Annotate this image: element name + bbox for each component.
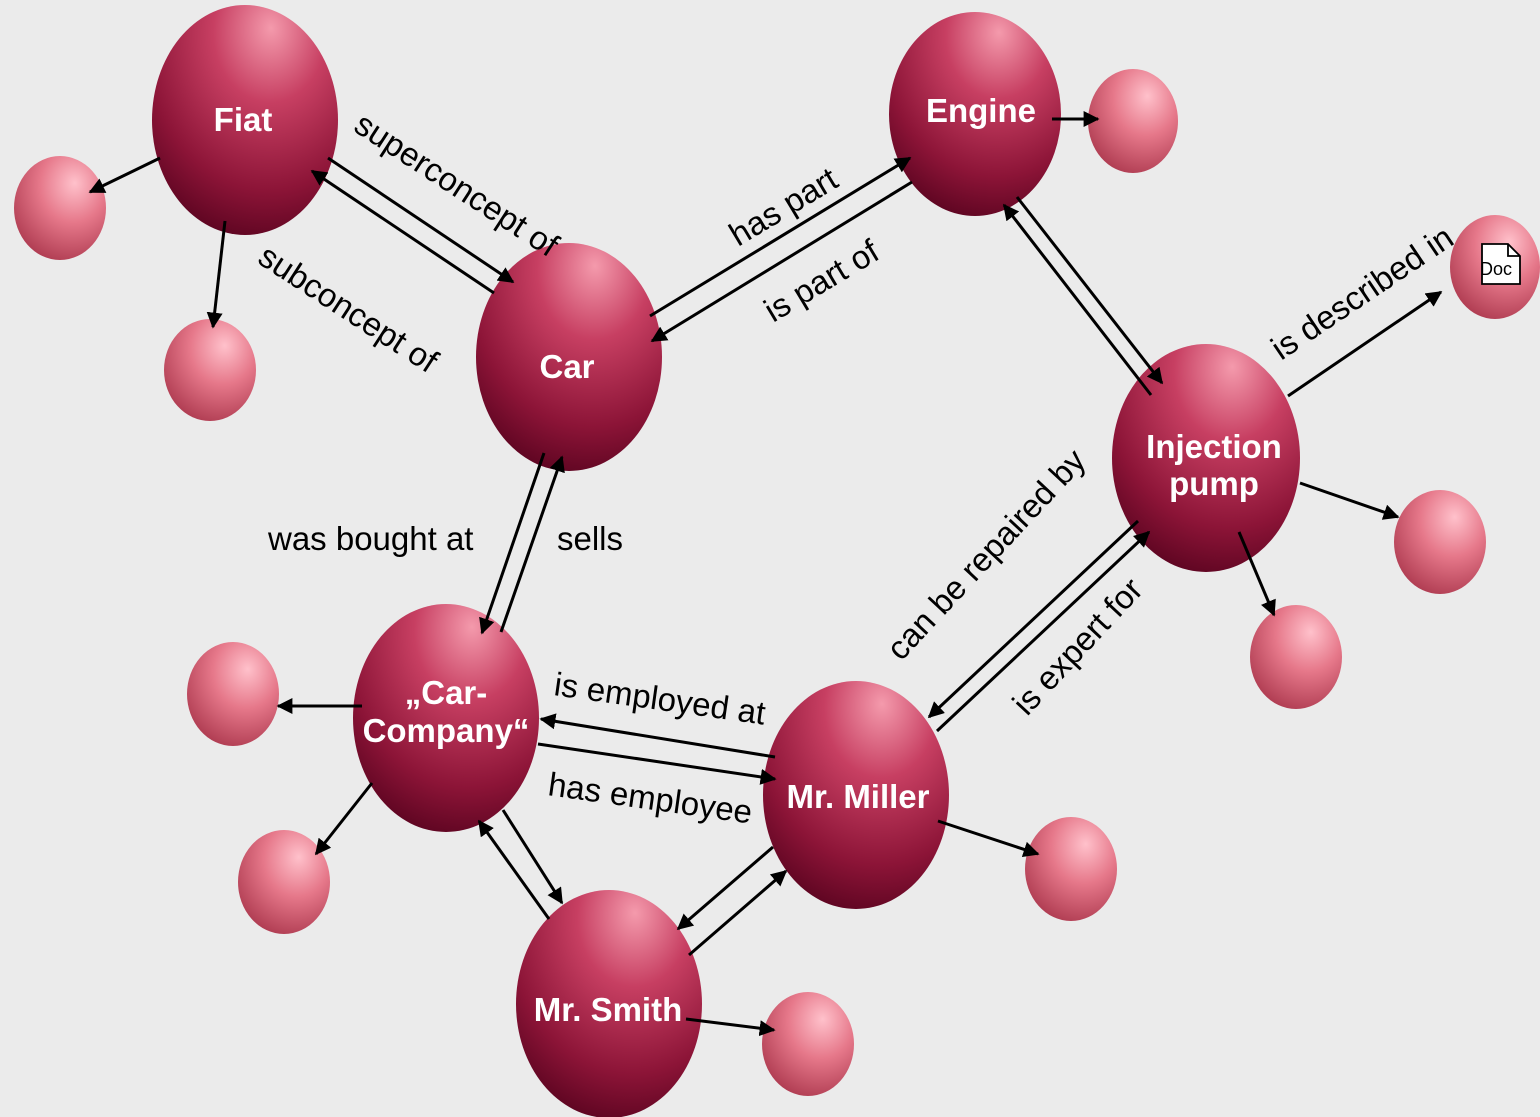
label-subconcept-of: subconcept of [252,237,445,380]
arrow-has-part [649,156,912,318]
node-mr-miller [763,681,949,909]
label-can-be-repaired-by: can be repaired by [879,441,1093,667]
arrow-is-employed-at [539,713,776,759]
fiat-attribute-node-bottom [164,319,256,421]
label-has-employee: has employee [546,765,755,830]
node-engine [889,12,1061,216]
arrow-is-described-in [1287,290,1443,398]
node-mr-smith-label: Mr. Smith [534,991,683,1028]
car-company-attribute-node-bottom [238,830,330,934]
node-car-company-label-line2: Company“ [363,712,530,749]
arrow-injection-pump-to-attribute-right [1299,481,1400,520]
arrow-has-employee [537,742,777,785]
relation-arrows [88,111,1443,1037]
node-fiat [152,5,338,235]
node-mr-smith [516,890,702,1117]
document-label: Doc [1480,259,1512,279]
node-fiat-label: Fiat [214,101,273,138]
arrow-mr-miller-to-attribute [937,819,1040,858]
document-icon: Doc [1480,243,1521,285]
arrow-sells [499,455,565,633]
arrow-mr-miller-to-mr-smith [676,845,774,931]
arrow-mr-smith-to-mr-miller [688,869,788,957]
label-sells: sells [557,520,623,557]
node-engine-label: Engine [926,92,1036,129]
mr-miller-attribute-node [1025,817,1117,921]
label-was-bought-at: was bought at [267,520,473,557]
label-is-part-of: is part of [758,232,886,329]
arrow-mr-smith-to-car-company [477,819,551,920]
arrow-fiat-to-attribute-bottom [206,220,227,329]
engine-attribute-node [1088,69,1178,173]
arrow-can-be-repaired-by [927,519,1140,719]
arrow-is-expert-for [935,530,1151,733]
arrow-injection-pump-to-attribute-bottom [1237,531,1276,617]
node-mr-miller-label: Mr. Miller [786,778,929,815]
arrow-subconcept-of [310,169,495,295]
car-company-attribute-node-left [187,642,279,746]
arrow-engine-to-injection-pump [1015,196,1164,385]
mr-smith-attribute-node [762,992,854,1096]
label-superconcept-of: superconcept of [348,105,566,264]
arrow-is-part-of [650,180,913,343]
node-car-company [353,604,539,832]
arrow-mr-smith-to-attribute [685,1017,776,1037]
fiat-attribute-node-left [14,156,106,260]
node-car-label: Car [539,348,594,385]
injection-pump-attribute-node-right [1394,490,1486,594]
arrow-car-company-to-mr-smith [501,809,564,905]
arrow-fiat-to-attribute-left [88,156,161,194]
arrow-superconcept-of [327,156,515,284]
arrow-car-company-to-attribute-bottom [314,782,374,856]
label-has-part: has part [723,160,844,253]
node-injection-pump-label-line2: pump [1169,465,1259,502]
arrow-injection-pump-to-engine [1002,203,1153,396]
node-injection-pump-label-line1: Injection [1146,428,1282,465]
node-car-company-label-line1: „Car- [405,674,488,711]
label-is-employed-at: is employed at [552,665,768,731]
node-injection-pump [1112,344,1300,572]
node-car [476,243,662,471]
arrow-was-bought-at [479,452,546,635]
injection-pump-attribute-node-bottom [1250,605,1342,709]
